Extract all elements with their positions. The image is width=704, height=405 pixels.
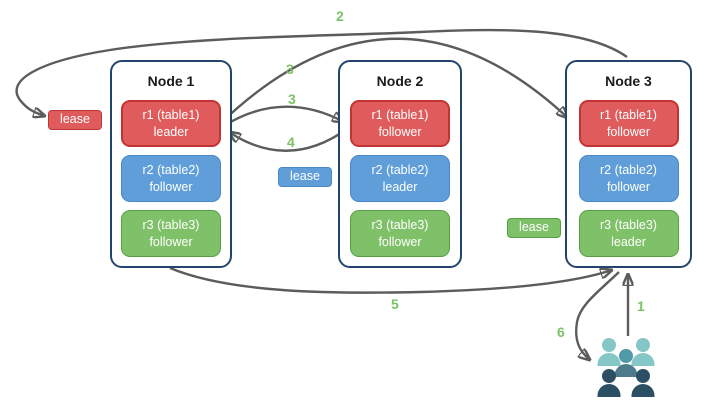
replica-role: follower [378,124,422,139]
replica-name: r1 (table1) [371,108,429,123]
arrow-label-5: 5 [391,296,399,312]
node-2-title: Node 2 [376,73,424,89]
replica-name: r2 (table2) [371,163,429,178]
replica-name: r1 (table1) [142,108,200,123]
replica-name: r3 (table3) [142,218,200,233]
node-1-replica-r2: r2 (table2) follower [121,155,221,202]
node-3-title: Node 3 [605,73,652,89]
arrow-label-4: 4 [287,134,295,150]
node-3-replica-r1: r1 (table1) follower [578,100,679,147]
replica-name: r2 (table2) [600,163,657,178]
replica-role: leader [382,179,418,194]
replica-role: follower [149,234,193,249]
node-1-box: Node 1 r1 (table1) leader r2 (table2) fo… [110,60,232,268]
replica-name: r3 (table3) [371,218,429,233]
arrow-label-3b: 3 [288,91,296,107]
arrow-label-2: 2 [336,8,344,24]
node-1-title: Node 1 [147,73,195,89]
arrow-label-6: 6 [557,324,565,340]
arrow-2-node3-to-red-lease [15,28,628,116]
red-lease-label: lease [48,110,102,130]
replica-name: r1 (table1) [600,108,657,123]
replica-role: follower [606,179,651,194]
node-1-replica-r3: r3 (table3) follower [121,210,221,257]
replica-role: leader [153,124,189,139]
arrow-5-node1-to-node3 [169,266,612,294]
replica-name: r3 (table3) [600,218,657,233]
replica-role: leader [611,234,646,249]
node-2-replica-r1: r1 (table1) follower [350,100,450,147]
node-1-replica-r1: r1 (table1) leader [121,100,221,147]
replica-role: follower [378,234,422,249]
node-2-replica-r3: r3 (table3) follower [350,210,450,257]
green-lease-label: lease [507,218,561,238]
replica-name: r2 (table2) [142,163,200,178]
arrow-3-node1-to-node2 [221,105,344,129]
node-3-replica-r3: r3 (table3) leader [578,210,679,257]
replica-role: follower [606,124,651,139]
arrow-3-node1-to-node3 [222,37,568,122]
users-group-icon [597,338,655,397]
node-3-replica-r2: r2 (table2) follower [578,155,679,202]
node-3-box: Node 3 r1 (table1) follower r2 (table2) … [565,60,692,268]
arrow-6-node3-to-users [575,271,620,360]
node-2-replica-r2: r2 (table2) leader [350,155,450,202]
node-2-box: Node 2 r1 (table1) follower r2 (table2) … [338,60,462,268]
arrow-label-1: 1 [637,298,645,314]
blue-lease-label: lease [278,167,332,187]
arrow-label-3a: 3 [286,61,294,77]
replica-role: follower [149,179,193,194]
arrow-4-node2-to-node1 [229,128,348,152]
